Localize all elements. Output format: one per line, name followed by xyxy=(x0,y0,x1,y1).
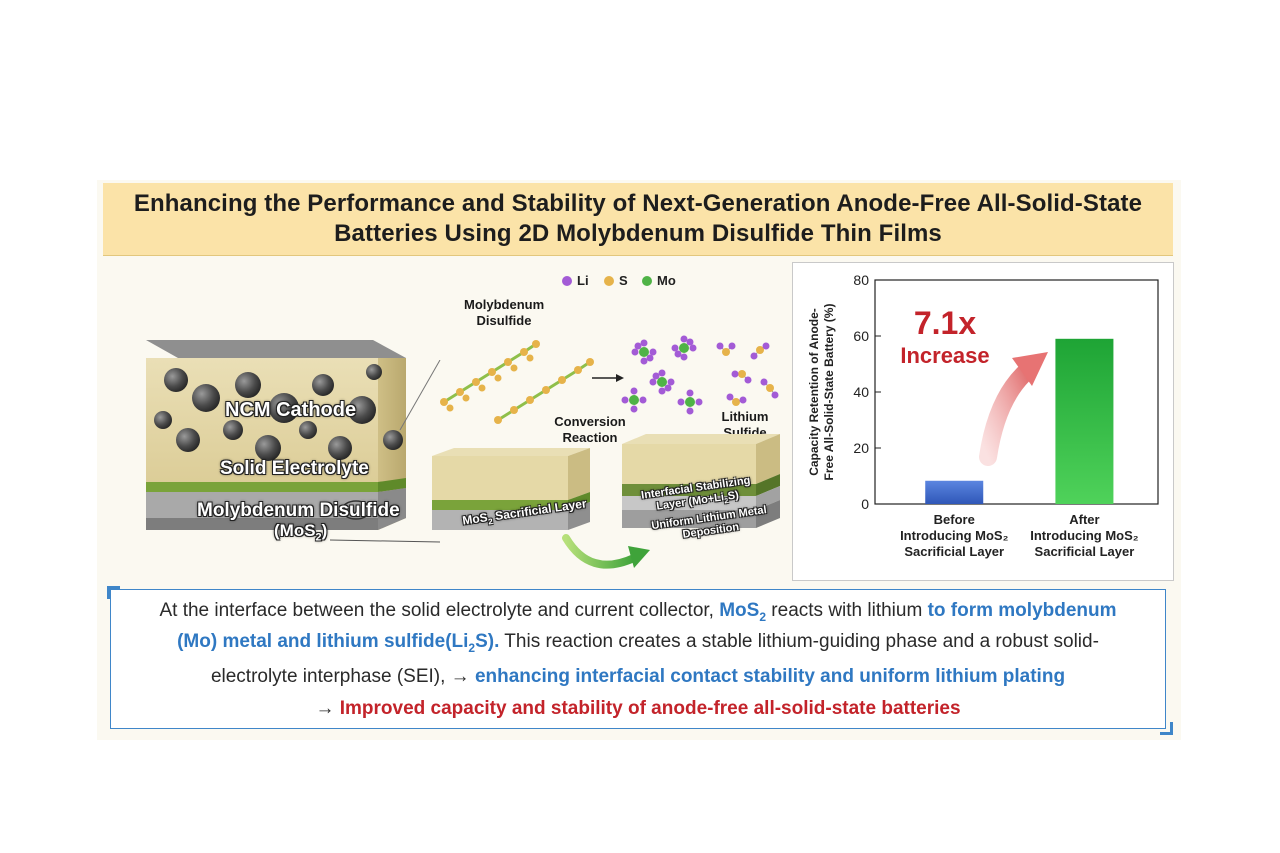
x-category-label: Sacrificial Layer xyxy=(904,544,1004,559)
x-category-label: Before xyxy=(934,512,975,527)
legend-li: Li xyxy=(562,273,589,288)
sacrificial-label-pre: MoS xyxy=(461,510,489,528)
summary-l2a: (Mo) metal and lithium sulfide(Li2S). xyxy=(177,631,500,655)
summary-l2a-end: S). xyxy=(475,631,500,652)
title-line-2: Batteries Using 2D Molybdenum Disulfide … xyxy=(334,220,942,247)
increase-value: 7.1x xyxy=(914,305,976,341)
summary-l1d: to form molybdenum xyxy=(927,600,1117,621)
x-category-label: After xyxy=(1069,512,1099,527)
battery-cell-illustration xyxy=(146,340,406,530)
y-axis-title: Capacity Retention of Anode- Free All-So… xyxy=(807,304,836,481)
summary-box: At the interface between the solid elect… xyxy=(110,589,1166,729)
conversion-label-line2: Reaction xyxy=(562,430,618,445)
sacrificial-layer-slab xyxy=(432,448,590,530)
summary-l4b: Improved capacity and stability of anode… xyxy=(339,698,961,719)
mos2-layer-label-sub: 2 xyxy=(315,531,322,544)
legend-s-label: S xyxy=(619,273,628,288)
y-axis-title-line2: Free All-Solid-State Battery (%) xyxy=(822,304,836,481)
mos2-molecule-label: Molybdenum Disulfide xyxy=(464,297,544,329)
s-atom-icon xyxy=(604,275,614,286)
y-axis-title-line1: Capacity Retention of Anode- xyxy=(807,308,821,476)
y-tick-label: 60 xyxy=(853,328,869,344)
summary-l2a-text: (Mo) metal and lithium sulfide(Li xyxy=(177,631,469,652)
summary-l2a-sub: 2 xyxy=(468,640,476,655)
summary-l1c: reacts with lithium xyxy=(766,600,928,621)
li2s-label-line1: Lithium xyxy=(721,409,769,424)
increase-arrow xyxy=(979,352,1048,466)
mos2-molecule-label-line1: Molybdenum xyxy=(464,297,545,312)
mos2-layer-front xyxy=(146,482,378,492)
summary-line-3: electrolyte interphase (SEI), → enhancin… xyxy=(111,666,1165,688)
summary-l2b: This reaction creates a stable lithium-g… xyxy=(499,631,1099,652)
mos2-molecule-label-line2: Disulfide xyxy=(476,313,532,328)
li-atom-icon xyxy=(562,275,572,286)
box-corner-top-left xyxy=(107,586,120,599)
legend-li-label: Li xyxy=(577,273,589,288)
mos2-layer-label-close: ) xyxy=(321,521,328,540)
ncm-particles xyxy=(154,364,403,461)
title-banner: Enhancing the Performance and Stability … xyxy=(103,183,1173,256)
bar-before xyxy=(925,480,984,504)
li2s-molecules xyxy=(716,342,779,406)
y-tick-label: 0 xyxy=(861,496,869,512)
reaction-molecules xyxy=(440,335,779,424)
mos2-layer-label-line1: Molybdenum Disulfide xyxy=(197,500,400,521)
stabilized-layer-slab xyxy=(622,434,780,528)
x-category-label: Introducing MoS₂ xyxy=(900,528,1009,543)
mos2-layer-label-text: (MoS xyxy=(274,521,316,540)
increase-label: Increase xyxy=(900,343,989,368)
solid-electrolyte-label: Solid Electrolyte xyxy=(220,458,369,479)
stab-label-line2-post: S) xyxy=(726,489,740,503)
mo-li-clusters xyxy=(621,335,703,415)
summary-l4a: → xyxy=(315,698,340,719)
conversion-label-line1: Conversion xyxy=(554,414,626,429)
summary-l3b: enhancing interfacial contact stability … xyxy=(474,666,1066,687)
zoom-lines xyxy=(330,360,441,543)
bar-after xyxy=(1055,338,1114,504)
legend-mo-label: Mo xyxy=(657,273,676,288)
x-category-label: Introducing MoS₂ xyxy=(1030,528,1139,543)
ncm-cathode-label: NCM Cathode xyxy=(225,399,357,421)
legend-s: S xyxy=(604,273,628,288)
box-corner-bottom-right xyxy=(1160,722,1173,735)
summary-line-1: At the interface between the solid elect… xyxy=(111,600,1165,624)
y-tick-label: 20 xyxy=(853,440,869,456)
summary-l3a: electrolyte interphase (SEI), → xyxy=(210,666,475,687)
title-line-1: Enhancing the Performance and Stability … xyxy=(133,190,1143,217)
summary-line-2: (Mo) metal and lithium sulfide(Li2S). Th… xyxy=(111,631,1165,655)
summary-l1b-text: MoS xyxy=(719,600,760,621)
summary-line-4: → Improved capacity and stability of ano… xyxy=(111,698,1165,720)
mo-atom-icon xyxy=(642,275,652,286)
conversion-reaction-label: Conversion Reaction xyxy=(545,414,635,446)
legend-mo: Mo xyxy=(642,273,676,288)
summary-l1a: At the interface between the solid elect… xyxy=(159,600,720,621)
summary-l1b-sub: 2 xyxy=(759,609,767,624)
curved-arrow-icon xyxy=(562,534,650,569)
capacity-retention-chart: 0 20 40 60 80 7.1x Increase Capacity Retenti… xyxy=(807,272,1159,559)
current-collector-top xyxy=(146,340,406,358)
mos2-layer-label-line2: (MoS2) xyxy=(274,521,327,543)
y-tick-label: 80 xyxy=(853,272,869,288)
x-category-label: Sacrificial Layer xyxy=(1035,544,1135,559)
mos2-chains xyxy=(440,340,594,424)
current-collector-front xyxy=(146,492,378,518)
summary-l1b: MoS2 xyxy=(719,600,767,624)
y-tick-label: 40 xyxy=(853,384,869,400)
